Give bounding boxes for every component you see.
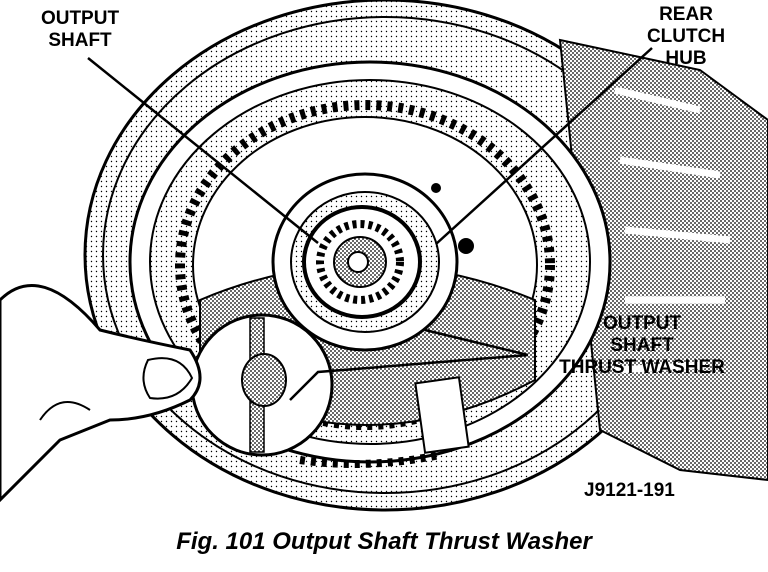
transmission-illustration bbox=[0, 0, 768, 512]
output-shaft-label: OUTPUT SHAFT bbox=[20, 8, 140, 52]
rear-clutch-hub-label: REAR CLUTCH HUB bbox=[638, 4, 734, 70]
thrust-washer-label-line-2: SHAFT bbox=[610, 335, 674, 356]
figure-caption: Fig. 101 Output Shaft Thrust Washer bbox=[176, 528, 592, 555]
output-shaft-label-line-1: OUTPUT bbox=[40, 8, 120, 29]
rear-clutch-hub-label-line-2: CLUTCH bbox=[646, 26, 726, 47]
thrust-washer-label-line-1: OUTPUT bbox=[602, 313, 682, 334]
finger bbox=[0, 284, 202, 503]
figure-code: J9121-191 bbox=[584, 480, 675, 501]
leader-output-shaft bbox=[87, 57, 319, 244]
leader-thrust-washer bbox=[289, 328, 529, 401]
ring-gear bbox=[175, 100, 555, 430]
rear-clutch-hub-label-line-1: REAR bbox=[659, 4, 713, 25]
leader-rear-clutch-hub bbox=[435, 47, 653, 245]
output-shaft-label-line-2: SHAFT bbox=[48, 30, 112, 51]
output-shaft-thrust-washer-label: OUTPUT SHAFT THRUST WASHER bbox=[528, 313, 756, 379]
rear-clutch-hub-label-line-3: HUB bbox=[665, 48, 707, 69]
thrust-washer-label-line-3: THRUST WASHER bbox=[559, 357, 725, 378]
